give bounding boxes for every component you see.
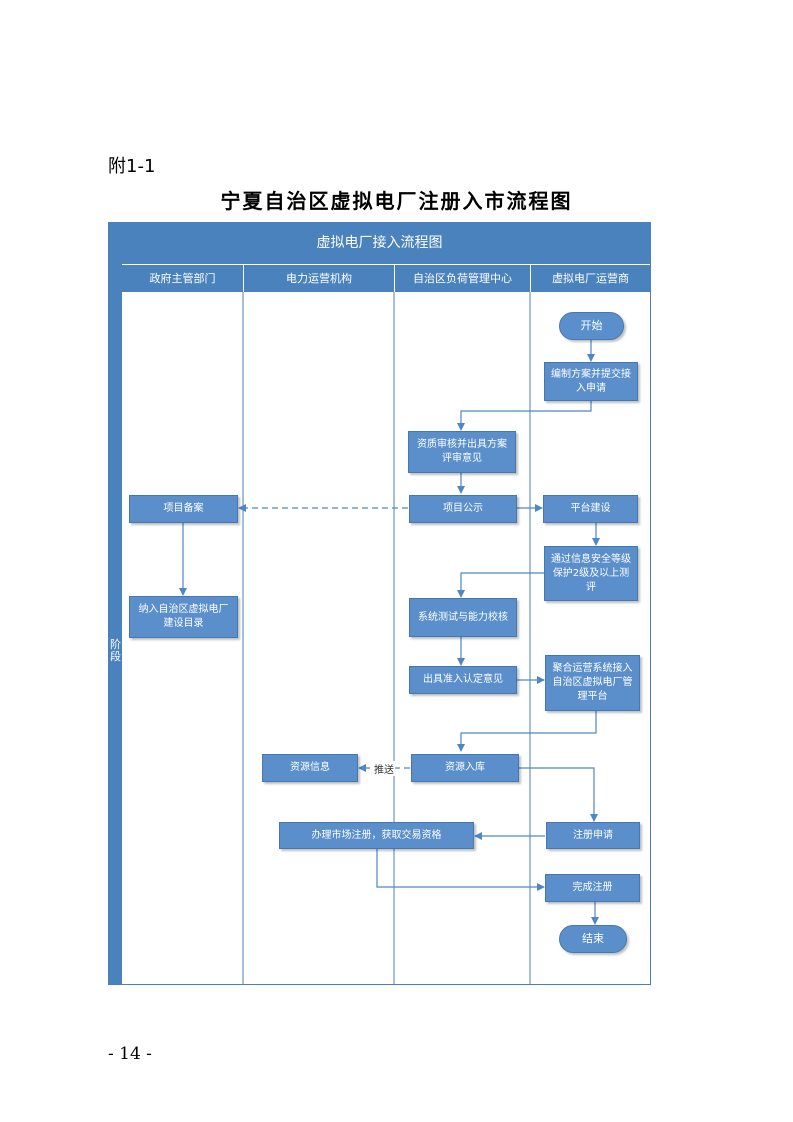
node-compile-plan: 编制方案并提交接入申请 [544, 362, 638, 401]
document-title: 宁夏自治区虚拟电厂注册入市流程图 [220, 189, 573, 213]
node-project-publicity: 项目公示 [409, 495, 517, 523]
edge-storage-to-registration-apply [519, 767, 598, 822]
edge-market-to-done [376, 849, 545, 891]
lane-header-government: 政府主管部门 [122, 264, 243, 292]
node-resource-info: 资源信息 [262, 754, 358, 782]
node-aggregation-access: 聚合运营系统接入自治区虚拟电厂管理平台 [545, 655, 640, 711]
node-catalog-inclusion: 纳入自治区虚拟电厂建设目录 [129, 596, 238, 638]
lane-header-vpp-operator: 虚拟电厂运营商 [530, 264, 650, 292]
stage-label: 阶段 [110, 638, 121, 663]
annex-label: 附1-1 [108, 156, 156, 177]
page-number: - 14 - [108, 1044, 152, 1064]
edge-plan-to-review [457, 401, 592, 431]
node-end: 结束 [559, 925, 627, 953]
node-project-filing: 项目备案 [129, 495, 238, 523]
diagram-header: 虚拟电厂接入流程图 [109, 223, 650, 264]
node-registration-apply: 注册申请 [546, 822, 640, 849]
node-registration-done: 完成注册 [545, 874, 640, 902]
node-platform-construction: 平台建设 [543, 495, 638, 523]
node-resource-storage: 资源入库 [411, 754, 519, 782]
edge-aggregation-to-storage [457, 711, 597, 752]
edge-label-push: 推送 [373, 761, 395, 776]
node-admission-opinion: 出具准入认定意见 [409, 666, 517, 694]
node-start: 开始 [559, 312, 624, 340]
node-market-registration: 办理市场注册，获取交易资格 [279, 822, 474, 849]
lane-header-load-center: 自治区负荷管理中心 [394, 264, 530, 292]
flowchart: 虚拟电厂接入流程图 政府主管部门 电力运营机构 自治区负荷管理中心 虚拟电厂运营… [108, 222, 651, 985]
node-security-assessment: 通过信息安全等级保护2级及以上测评 [544, 546, 638, 601]
stage-bar: 阶段 [109, 264, 122, 984]
lane-header-power-operator: 电力运营机构 [243, 264, 394, 292]
node-qualification-review: 资质审核并出具方案评审意见 [408, 431, 516, 473]
node-system-test: 系统测试与能力校核 [409, 598, 517, 637]
